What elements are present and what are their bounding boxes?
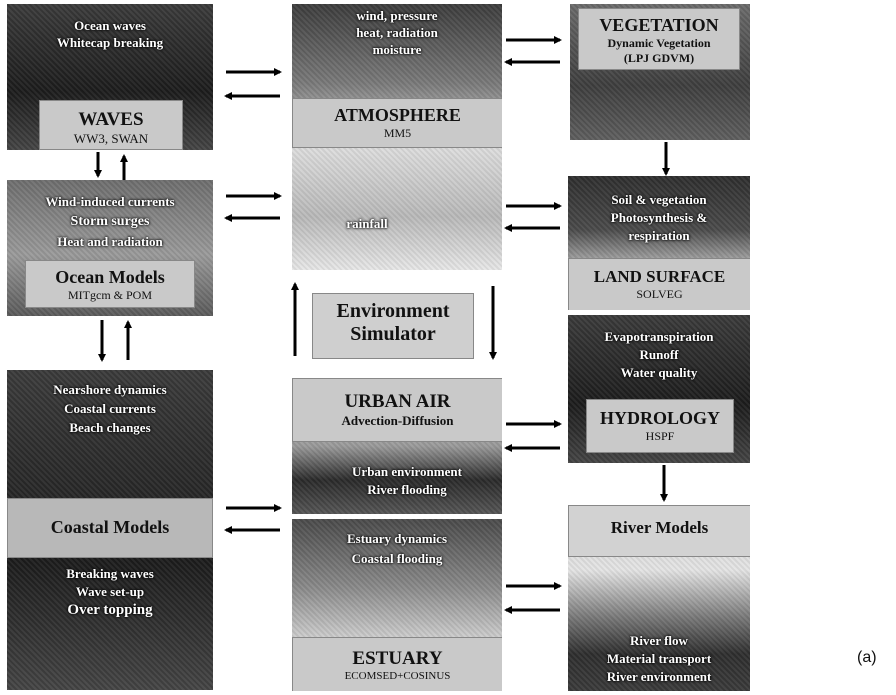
ocean-line-3: Heat and radiation [57,234,163,249]
waves-subtitle: WW3, SWAN [73,131,149,146]
hydrology-line-1: Evapotranspiration [604,329,714,344]
river-line-3: River environment [606,669,712,684]
atmosphere-title: ATMOSPHERE [334,105,461,125]
coastal-bottom-line-1: Breaking waves [66,566,154,581]
urban-air-panel: URBAN AIR Advection-Diffusion Urban envi… [292,378,502,514]
waves-title: WAVES [78,109,144,130]
atmosphere-rainfall: rainfall [346,216,388,231]
atmosphere-panel: wind, pressure heat, radiation moisture … [292,4,502,270]
river-line-1: River flow [630,633,688,648]
atmosphere-line-3: moisture [372,42,422,57]
river-title: River Models [610,518,709,537]
hydrology-line-3: Water quality [620,365,698,380]
coastal-top-line-2: Coastal currents [64,401,156,416]
land-subtitle: SOLVEG [636,287,683,301]
atmosphere-subtitle: MM5 [383,126,412,140]
environment-simulator-box: Environment Simulator [312,293,474,359]
coastal-bottom-line-2: Wave set-up [75,584,145,599]
coastal-title: Coastal Models [50,517,170,537]
ocean-line-1: Wind-induced currents [45,194,175,209]
estuary-line-1: Estuary dynamics [346,531,448,546]
land-surface-panel: Soil & vegetation Photosynthesis & respi… [568,176,750,310]
estuary-title: ESTUARY [352,648,443,669]
estuary-subtitle: ECOMSED+COSINUS [344,670,451,682]
atmosphere-label-box: ATMOSPHERE MM5 [292,98,502,148]
vegetation-subtitle: Dynamic Vegetation [607,36,711,50]
urban-subtitle: Advection-Diffusion [341,413,454,428]
coastal-models-panel: Nearshore dynamics Coastal currents Beac… [7,370,213,690]
hydrology-label-box: HYDROLOGY HSPF [586,399,734,453]
river-models-panel: River Models River flow Material transpo… [568,505,750,691]
vegetation-title: VEGETATION [599,15,719,35]
estuary-line-2: Coastal flooding [351,551,443,566]
coastal-bottom-line-3: Over topping [67,602,153,618]
waves-line-2: Whitecap breaking [56,35,164,50]
coastal-top-line-1: Nearshore dynamics [53,382,167,397]
hydrology-line-2: Runoff [639,347,679,362]
estuary-label-box: ESTUARY ECOMSED+COSINUS [292,637,502,691]
ocean-title: Ocean Models [55,267,165,287]
land-line-1: Soil & vegetation [611,192,707,207]
estuary-panel: Estuary dynamics Coastal flooding ESTUAR… [292,519,502,691]
vegetation-label-box: VEGETATION Dynamic Vegetation (LPJ GDVM) [578,8,740,70]
hydrology-title: HYDROLOGY [599,408,720,428]
coastal-top-line-3: Beach changes [69,420,151,435]
coastal-label-box: Coastal Models [7,498,213,558]
simulator-line-1: Environment [336,300,450,322]
waves-line-1: Ocean waves [74,18,146,33]
urban-line-2: River flooding [367,482,447,497]
vegetation-panel: VEGETATION Dynamic Vegetation (LPJ GDVM) [570,4,750,140]
atmosphere-line-2: heat, radiation [356,25,438,40]
urban-line-1: Urban environment [352,464,462,479]
urban-label-box: URBAN AIR Advection-Diffusion [292,378,502,442]
urban-title: URBAN AIR [344,391,451,412]
land-label-box: LAND SURFACE SOLVEG [568,258,750,310]
vegetation-subtitle-2: (LPJ GDVM) [623,51,695,65]
ocean-subtitle: MITgcm & POM [68,288,152,302]
ocean-line-2: Storm surges [70,214,150,229]
river-line-2: Material transport [606,651,712,666]
land-line-3: respiration [628,228,690,243]
land-title: LAND SURFACE [593,267,726,286]
simulator-line-2: Simulator [350,323,436,345]
waves-label-box: WAVES WW3, SWAN [39,100,183,150]
hydrology-subtitle: HSPF [645,429,675,443]
figure-label: (a) [857,649,877,666]
atmosphere-line-1: wind, pressure [356,8,438,23]
land-line-2: Photosynthesis & [610,210,708,225]
waves-panel: Ocean waves Whitecap breaking WAVES WW3,… [7,4,213,150]
ocean-models-panel: Wind-induced currents Storm surges Heat … [7,180,213,316]
hydrology-panel: Evapotranspiration Runoff Water quality … [568,315,750,463]
ocean-label-box: Ocean Models MITgcm & POM [25,260,195,308]
river-label-box: River Models [568,505,750,557]
